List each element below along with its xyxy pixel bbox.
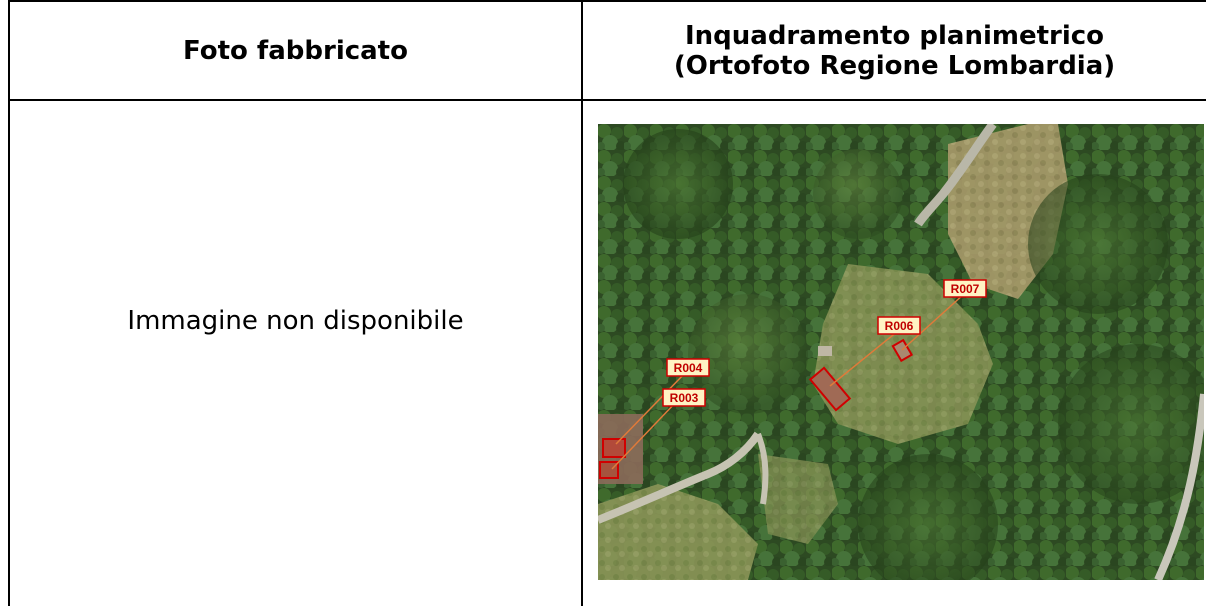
header-right-line1: Inquadramento planimetrico	[684, 20, 1105, 51]
label-r006-text: R006	[885, 319, 914, 333]
orthophoto-map: R007 R006 R004 R003	[598, 124, 1204, 580]
table-border-top	[8, 0, 1206, 2]
label-r004: R004	[666, 358, 710, 377]
header-photo-building: Foto fabbricato	[10, 2, 581, 99]
label-r004-text: R004	[674, 361, 703, 375]
label-r007: R007	[943, 279, 987, 298]
header-map-framing: Inquadramento planimetrico (Ortofoto Reg…	[583, 2, 1206, 99]
label-r006: R006	[877, 316, 921, 335]
label-r003: R003	[662, 388, 706, 407]
table-header-divider	[8, 99, 1206, 101]
header-right-line2: (Ortofoto Regione Lombardia)	[673, 50, 1116, 81]
label-r003-text: R003	[670, 391, 699, 405]
header-left-text: Foto fabbricato	[183, 35, 408, 66]
table-border-left	[8, 0, 10, 606]
image-unavailable-cell: Immagine non disponibile	[10, 101, 581, 541]
label-r007-text: R007	[951, 282, 980, 296]
table-column-divider	[581, 0, 583, 606]
image-unavailable-text: Immagine non disponibile	[127, 306, 464, 336]
orthophoto-svg: R007 R006 R004 R003	[598, 124, 1204, 580]
